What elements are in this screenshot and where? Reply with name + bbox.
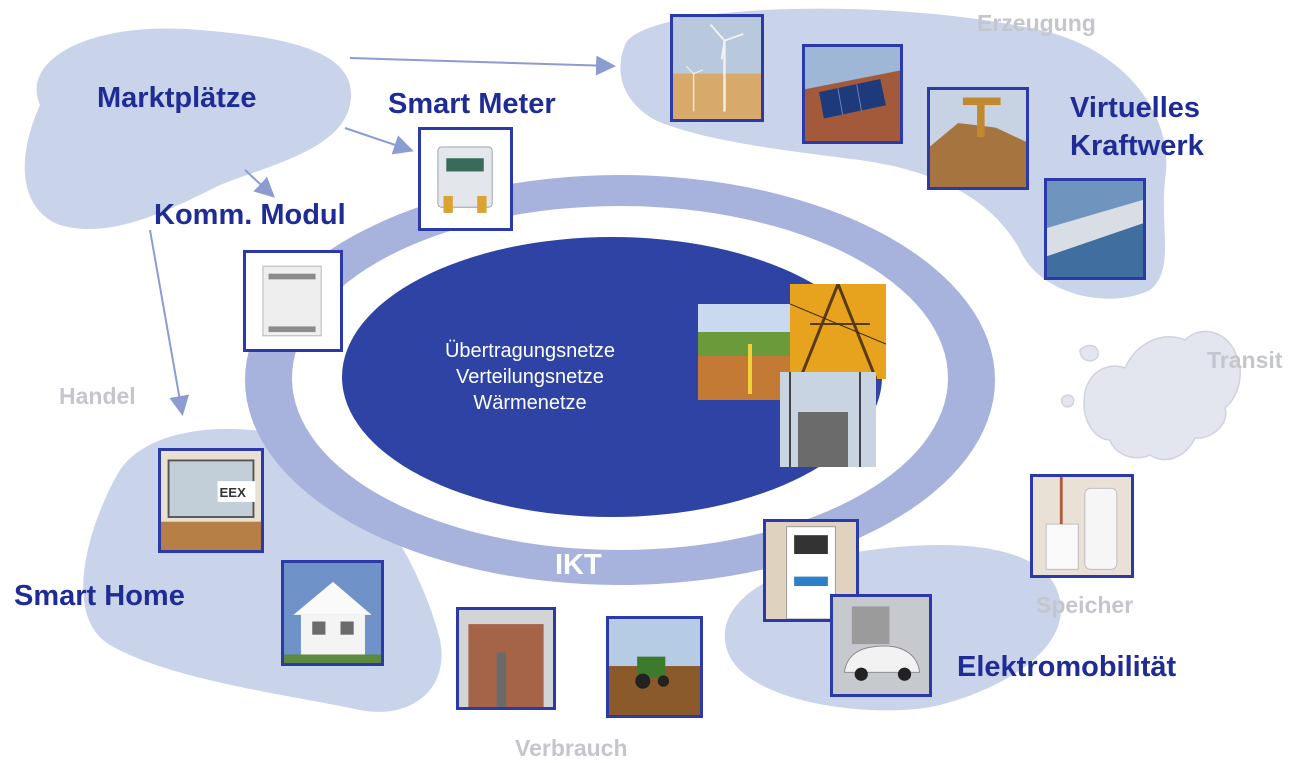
smart-home-label: Smart Home — [14, 580, 185, 612]
netze-text: Übertragungsnetze Verteilungsnetze Wärme… — [380, 338, 680, 416]
waermenetze-label: Wärmenetze — [473, 392, 587, 414]
biomass-photo — [927, 87, 1029, 190]
uebertragungsnetze-label: Übertragungsnetze — [444, 340, 616, 362]
smart-meter-photo — [418, 127, 513, 231]
substation-photo — [780, 372, 876, 467]
elektromobilitaet-label: Elektromobilität — [957, 651, 1177, 683]
field-landscape-photo — [698, 304, 790, 400]
comm-module-photo — [243, 250, 343, 352]
erzeugung-label: Erzeugung — [977, 10, 1096, 36]
wind-turbines-photo — [670, 14, 764, 122]
house-photo — [281, 560, 384, 666]
arrow-marktplaetze-komm-modul — [244, 169, 275, 198]
speicher-label: Speicher — [1036, 592, 1134, 618]
arrow-marktplaetze-smart-meter — [344, 127, 414, 155]
verteilungsnetze-label: Verteilungsnetze — [456, 366, 604, 388]
eex-trading-photo: EEX — [158, 448, 264, 553]
arrow-marktplaetze-handel — [149, 229, 190, 416]
verbrauch-label: Verbrauch — [515, 735, 628, 761]
solar-roof-photo — [802, 44, 903, 144]
marktplaetze-label: Marktplätze — [97, 82, 257, 114]
ikt-label: IKT — [555, 549, 602, 581]
handel-label: Handel — [59, 383, 136, 409]
marktplaetze-blob — [24, 28, 352, 230]
tractor-field-photo — [606, 616, 703, 718]
charging-station-photo — [763, 519, 859, 622]
power-pylon-photo — [790, 284, 886, 379]
komm-modul-label: Komm. Modul — [154, 199, 346, 231]
building-statue-photo — [456, 607, 556, 710]
arrow-marktplaetze-erzeugung — [349, 55, 616, 76]
virtuelles-label: Virtuelles — [1070, 92, 1201, 124]
transit-label: Transit — [1207, 347, 1283, 373]
kraftwerk-label: Kraftwerk — [1070, 130, 1204, 162]
hydro-dam-photo — [1044, 178, 1146, 280]
heat-storage-photo — [1030, 474, 1134, 578]
europe-map-icon — [1060, 330, 1241, 461]
electric-car-photo — [830, 594, 932, 697]
smart-meter-label: Smart Meter — [388, 88, 556, 120]
eex-photo-text: EEX — [219, 485, 246, 500]
